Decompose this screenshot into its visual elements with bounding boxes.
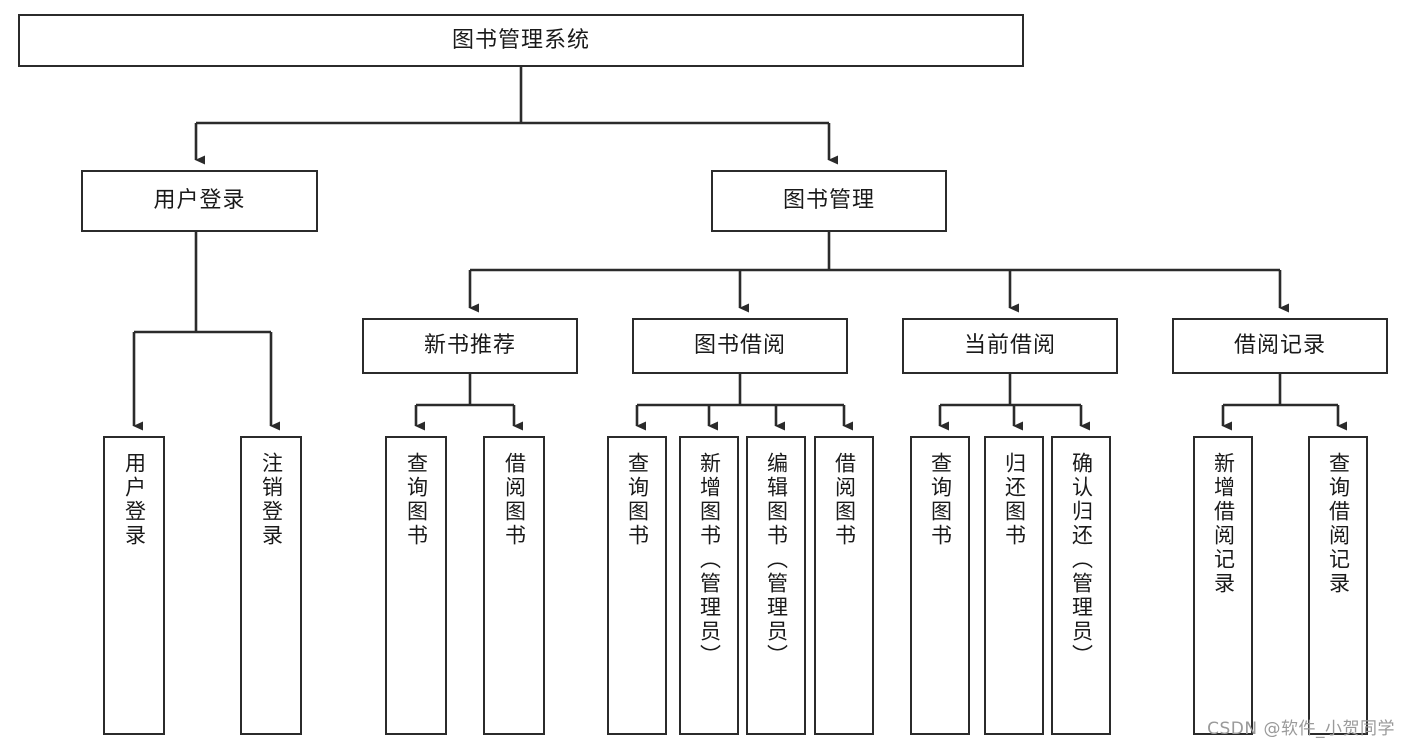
node-book-management-label: 图书管理 — [782, 188, 875, 214]
node-new-book-recommend[interactable]: 新书推荐 — [362, 318, 578, 374]
node-leaf-query-book-borrow-label: 查询图书 — [625, 452, 650, 548]
node-user-login[interactable]: 用户登录 — [81, 170, 318, 232]
node-current-borrow[interactable]: 当前借阅 — [902, 318, 1118, 374]
node-leaf-return-book[interactable]: 归还图书 — [984, 436, 1044, 735]
node-leaf-confirm-return-label: 确认归还（管理员） — [1069, 452, 1094, 668]
node-leaf-borrow-book[interactable]: 借阅图书 — [814, 436, 874, 735]
node-book-borrow-label: 图书借阅 — [693, 333, 786, 359]
node-new-book-recommend-label: 新书推荐 — [423, 333, 516, 359]
node-leaf-query-record-label: 查询借阅记录 — [1326, 452, 1351, 596]
node-leaf-borrow-book-rec[interactable]: 借阅图书 — [483, 436, 545, 735]
node-leaf-user-login-label: 用户登录 — [122, 452, 147, 548]
node-leaf-add-book-label: 新增图书（管理员） — [697, 452, 722, 668]
node-current-borrow-label: 当前借阅 — [963, 333, 1056, 359]
node-leaf-user-login[interactable]: 用户登录 — [103, 436, 165, 735]
node-leaf-edit-book[interactable]: 编辑图书（管理员） — [746, 436, 806, 735]
node-leaf-return-book-label: 归还图书 — [1002, 452, 1027, 548]
node-leaf-confirm-return[interactable]: 确认归还（管理员） — [1051, 436, 1111, 735]
node-leaf-logout[interactable]: 注销登录 — [240, 436, 302, 735]
node-leaf-query-book-cur[interactable]: 查询图书 — [910, 436, 970, 735]
node-leaf-add-book[interactable]: 新增图书（管理员） — [679, 436, 739, 735]
node-root-label: 图书管理系统 — [451, 27, 590, 53]
node-leaf-query-book-rec-label: 查询图书 — [404, 452, 429, 548]
node-leaf-add-record-label: 新增借阅记录 — [1211, 452, 1236, 596]
node-leaf-query-book-borrow[interactable]: 查询图书 — [607, 436, 667, 735]
node-leaf-query-record[interactable]: 查询借阅记录 — [1308, 436, 1368, 735]
node-leaf-add-record[interactable]: 新增借阅记录 — [1193, 436, 1253, 735]
node-borrow-record-label: 借阅记录 — [1233, 333, 1326, 359]
node-book-borrow[interactable]: 图书借阅 — [632, 318, 848, 374]
node-root[interactable]: 图书管理系统 — [18, 14, 1024, 67]
node-leaf-edit-book-label: 编辑图书（管理员） — [764, 452, 789, 668]
node-book-management[interactable]: 图书管理 — [711, 170, 947, 232]
node-borrow-record[interactable]: 借阅记录 — [1172, 318, 1388, 374]
node-leaf-borrow-book-label: 借阅图书 — [832, 452, 857, 548]
node-leaf-query-book-rec[interactable]: 查询图书 — [385, 436, 447, 735]
node-leaf-borrow-book-rec-label: 借阅图书 — [502, 452, 527, 548]
node-leaf-logout-label: 注销登录 — [259, 452, 284, 548]
node-leaf-query-book-cur-label: 查询图书 — [928, 452, 953, 548]
node-user-login-label: 用户登录 — [153, 188, 246, 214]
